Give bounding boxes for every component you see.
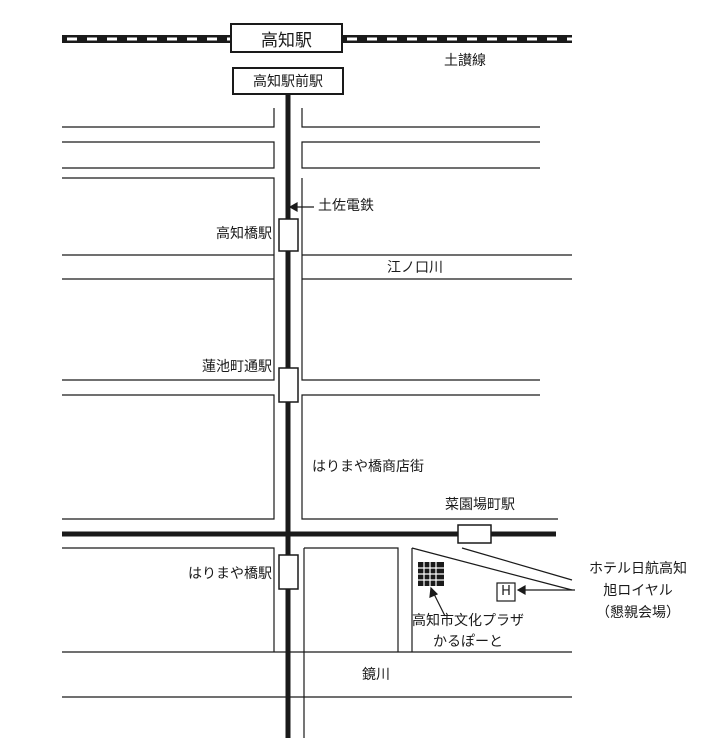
- hotel-label-line2: 旭ロイヤル: [603, 583, 673, 599]
- hasuike-station-marker: [278, 367, 299, 403]
- plaza-building-icon: [418, 562, 444, 586]
- kochibashi-station-marker: [278, 218, 299, 252]
- hasuike-station-label: 蓮池町通駅: [202, 359, 272, 375]
- arrows: [288, 201, 575, 617]
- kagami-river-label: 鏡川: [362, 667, 390, 683]
- plaza-label-line1: 高知市文化プラザ: [412, 613, 524, 629]
- kochi-station-box: 高知駅: [230, 23, 343, 53]
- tram-station-markers: [278, 218, 492, 590]
- kochi-ekimae-station-label: 高知駅前駅: [253, 74, 323, 90]
- kochi-station-label: 高知駅: [261, 30, 312, 51]
- hotel-marker-box: [496, 582, 516, 602]
- saienba-station-marker: [457, 524, 492, 544]
- harimayabashi-station-label: はりまや橋駅: [188, 566, 272, 582]
- kochi-ekimae-station-box: 高知駅前駅: [232, 67, 344, 95]
- saienba-station-label: 菜園場町駅: [445, 497, 515, 513]
- harimayabashi-shopping-label: はりまや橋商店街: [312, 459, 424, 475]
- enokuchi-river-label: 江ノ口川: [387, 260, 443, 276]
- hotel-label-line1: ホテル日航高知: [589, 561, 687, 577]
- hotel-label-line3: （懇親会場）: [596, 605, 680, 621]
- harimayabashi-station-marker: [278, 554, 299, 590]
- hotel-symbol: H: [501, 584, 511, 599]
- dosan-line-label: 土讃線: [444, 53, 486, 69]
- kochibashi-station-label: 高知橋駅: [216, 226, 272, 242]
- plaza-label-line2: かるぽーと: [433, 634, 503, 650]
- tosa-den-label: 土佐電鉄: [318, 198, 374, 214]
- street-blocks: [62, 108, 573, 738]
